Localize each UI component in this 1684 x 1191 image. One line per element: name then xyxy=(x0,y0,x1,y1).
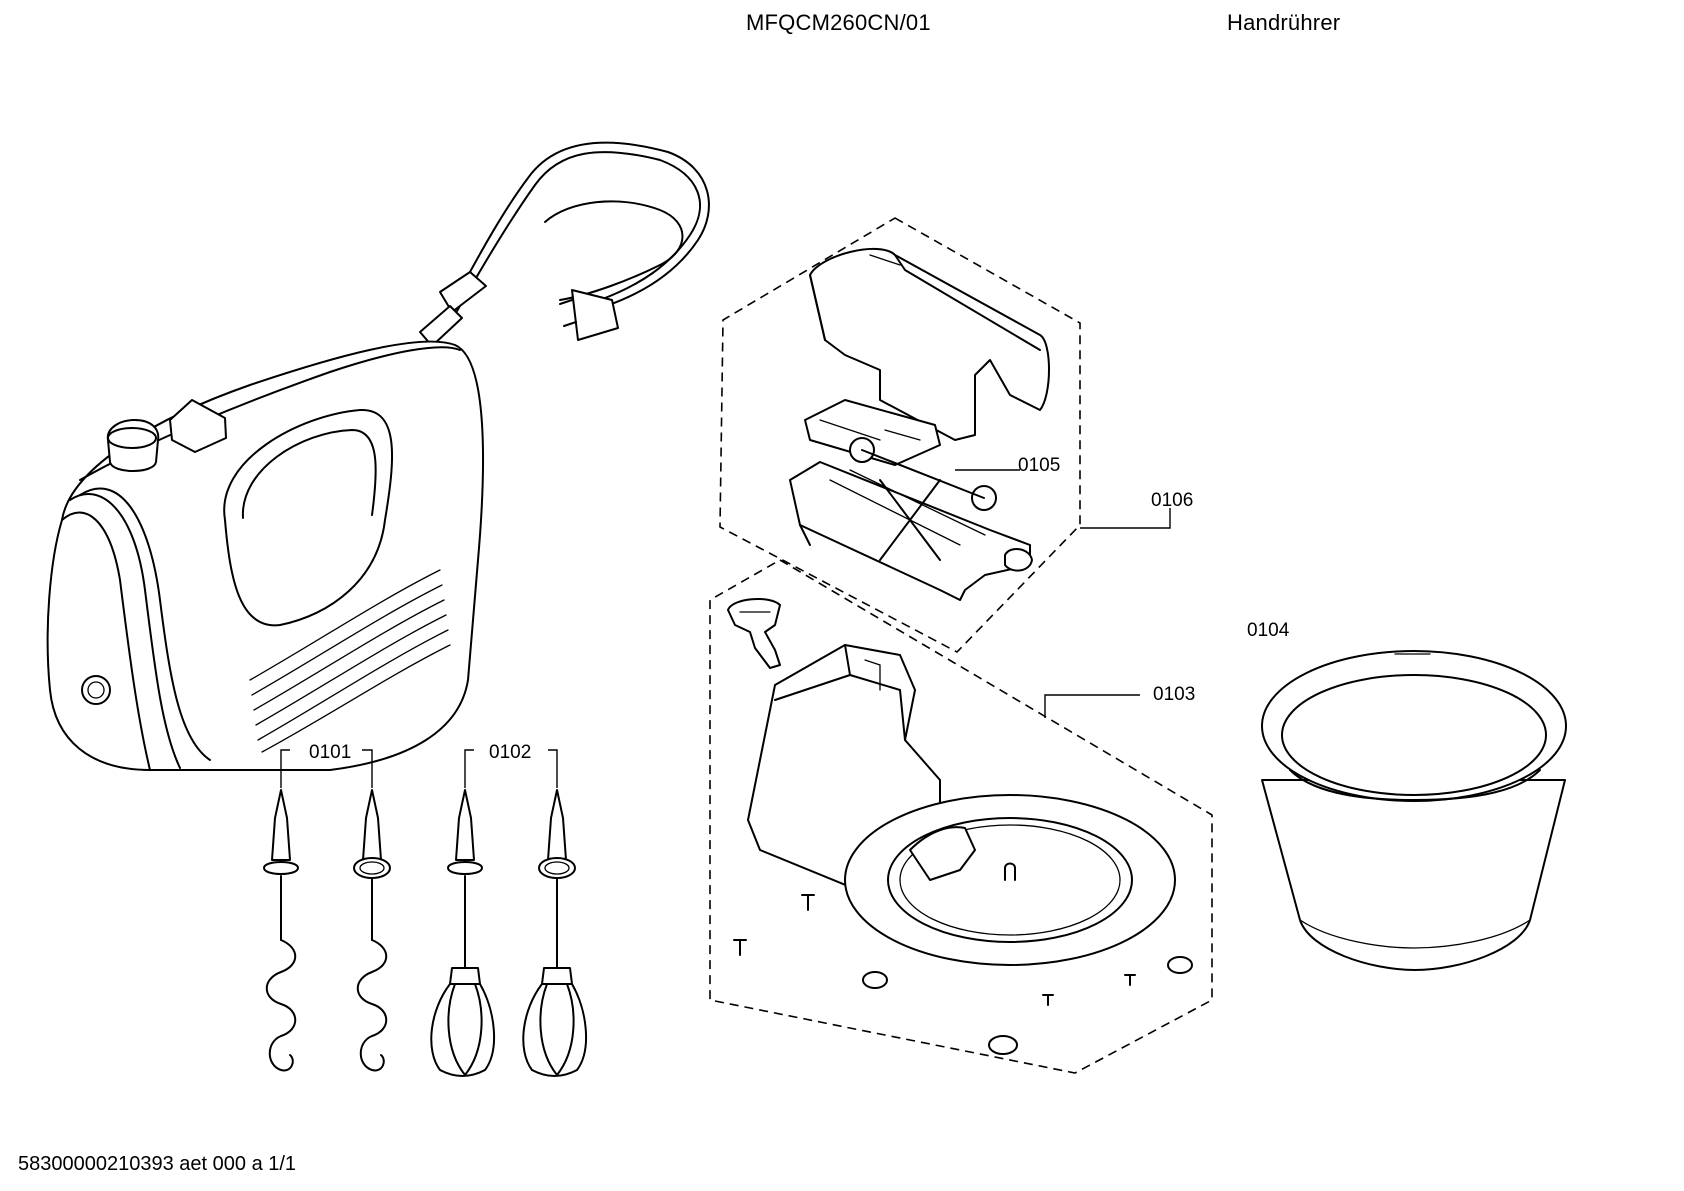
hand-mixer-illustration xyxy=(46,141,710,771)
product-title: Handrührer xyxy=(1227,10,1341,35)
leader-0101b xyxy=(362,749,373,788)
assembly-0103-outline xyxy=(709,559,1213,1074)
whisk-right xyxy=(522,789,588,1077)
drive-mechanism xyxy=(789,437,1033,601)
part-label-0104: 0104 xyxy=(1247,620,1290,641)
dough-hook-right xyxy=(353,789,391,1072)
arm-bracket xyxy=(804,399,941,466)
whisk-left xyxy=(430,789,496,1077)
part-label-0105: 0105 xyxy=(1018,455,1060,476)
mixing-bowl xyxy=(1261,650,1567,971)
part-label-0103: 0103 xyxy=(1153,684,1195,705)
lock-lever xyxy=(727,598,781,669)
leader-0103 xyxy=(1044,694,1140,718)
leader-0106 xyxy=(1080,508,1171,529)
model-number: MFQCM260CN/01 xyxy=(746,10,931,35)
leader-0102 xyxy=(464,749,474,788)
document-reference: 58300000210393 aet 000 a 1/1 xyxy=(18,1153,297,1175)
assembly-0106-outline xyxy=(719,217,1081,653)
part-label-0101: 0101 xyxy=(309,742,351,763)
leader-0102b xyxy=(548,749,558,788)
stand-arm-cover xyxy=(809,247,1050,441)
part-label-0106: 0106 xyxy=(1151,490,1193,511)
dough-hook-left xyxy=(263,789,299,1072)
part-label-0102: 0102 xyxy=(489,742,531,763)
leader-0101 xyxy=(280,749,290,788)
stand-base xyxy=(733,644,1193,1055)
